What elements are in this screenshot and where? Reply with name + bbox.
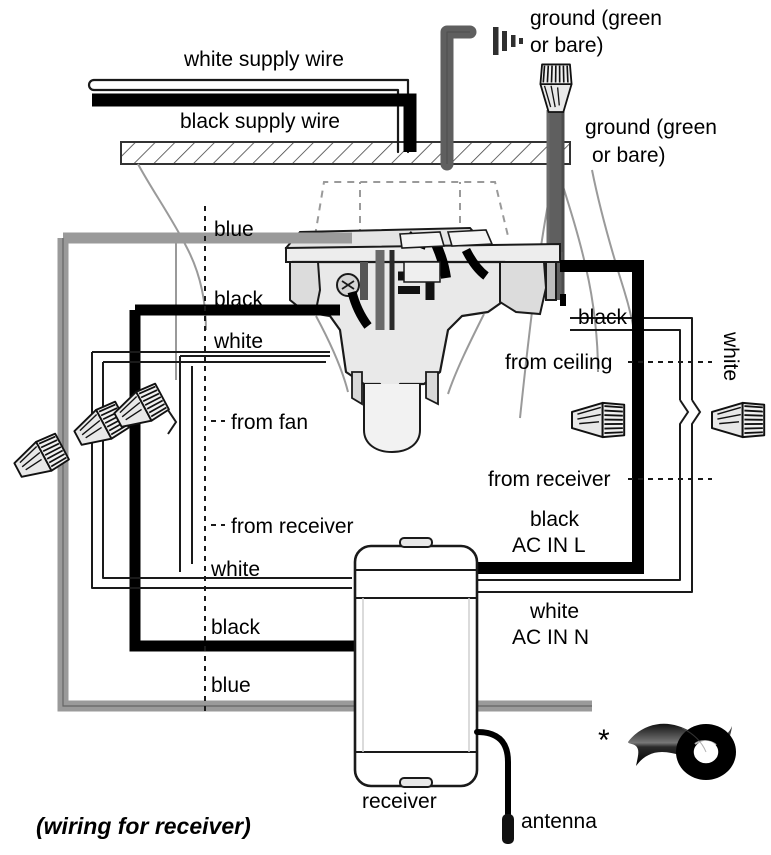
label-white-left-upper: white — [213, 330, 263, 353]
label-white-left-lower: white — [210, 558, 260, 581]
leader-lines — [204, 206, 712, 716]
label-blue-left-upper: blue — [214, 218, 254, 241]
label-white-ac-in-n-1: white — [529, 600, 579, 623]
label-ground-right-line2: or bare) — [592, 144, 666, 167]
antenna-wire — [474, 729, 514, 844]
label-from-ceiling: from ceiling — [505, 351, 612, 374]
label-asterisk: * — [598, 724, 610, 757]
label-antenna: antenna — [521, 810, 597, 833]
label-black-ac-in-l-1: black — [530, 508, 580, 531]
label-black-ac-in-l-2: AC IN L — [512, 534, 586, 557]
wire-jogs-left — [167, 409, 178, 435]
label-white-right-rotated: white — [719, 331, 742, 381]
label-blue-left-lower: blue — [211, 674, 251, 697]
label-from-receiver-left: from receiver — [231, 515, 354, 538]
black-wire-right-loop — [470, 260, 644, 574]
label-ground-right-line1: ground (green — [585, 116, 717, 139]
ceiling-band — [120, 141, 571, 165]
electrical-tape-icon — [628, 723, 736, 780]
label-from-fan: from fan — [231, 411, 308, 434]
receiver-device — [353, 537, 479, 788]
hidden-detail-outline — [314, 181, 509, 237]
fan-mounting-bracket — [284, 226, 561, 454]
label-black-supply-wire: black supply wire — [180, 110, 340, 133]
caption-wiring-for-receiver: (wiring for receiver) — [36, 813, 251, 839]
label-black-left-lower: black — [211, 616, 261, 639]
label-black-left-upper: black — [214, 288, 264, 311]
ground-wire-ceiling — [440, 25, 477, 171]
label-ground-top-line2: or bare) — [530, 34, 604, 57]
label-black-right-upper: black — [578, 306, 628, 329]
label-white-supply-wire: white supply wire — [183, 48, 344, 71]
label-receiver: receiver — [362, 790, 437, 813]
label-ground-top-line1: ground (green — [530, 7, 662, 30]
white-wire-right-loop — [470, 317, 702, 593]
label-white-ac-in-n-2: AC IN N — [512, 626, 589, 649]
black-supply-wire — [92, 93, 417, 152]
label-from-receiver-right: from receiver — [488, 468, 611, 491]
ground-symbol-icon — [493, 27, 523, 55]
